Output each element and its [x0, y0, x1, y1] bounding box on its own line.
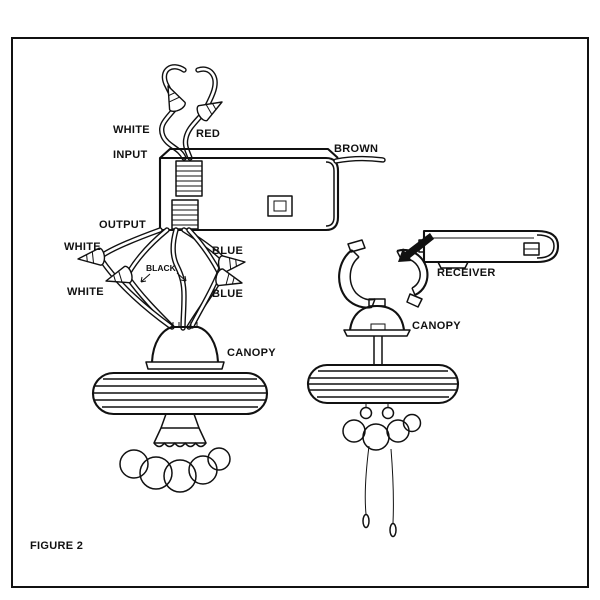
terminal-block-input — [175, 160, 203, 197]
label-white-upper: WHITE — [64, 241, 101, 253]
diagram-border — [11, 37, 589, 588]
label-red-input: RED — [196, 128, 220, 140]
black-label-arrows — [140, 272, 187, 283]
light-kit-left — [119, 413, 231, 493]
label-white-input: WHITE — [113, 124, 150, 136]
switch-housing-right — [342, 403, 422, 451]
downrod-right — [373, 336, 383, 365]
wire-nut-icon — [159, 81, 188, 115]
label-brown: BROWN — [334, 143, 378, 155]
terminal-block-output — [171, 199, 199, 230]
port-detail — [267, 195, 293, 217]
label-receiver: RECEIVER — [437, 267, 496, 279]
label-black: BLACK — [146, 263, 177, 273]
canopy-left — [145, 322, 225, 370]
input-wires — [159, 64, 227, 161]
label-blue-upper: BLUE — [212, 245, 243, 257]
label-canopy-left: CANOPY — [227, 347, 276, 359]
fan-motor-left — [91, 371, 269, 416]
pointer-arrow-icon — [398, 233, 434, 262]
label-input: INPUT — [113, 149, 148, 161]
brown-wire — [333, 155, 386, 164]
receiver-box — [158, 147, 340, 232]
pull-chains — [362, 445, 397, 538]
figure-caption: FIGURE 2 — [30, 540, 83, 552]
label-white-lower: WHITE — [67, 286, 104, 298]
receiver-unit — [418, 229, 560, 269]
label-output: OUTPUT — [99, 219, 146, 231]
canopy-right — [343, 298, 411, 337]
fan-motor-right — [306, 363, 460, 405]
label-canopy-right: CANOPY — [412, 320, 461, 332]
label-blue-lower: BLUE — [212, 288, 243, 300]
